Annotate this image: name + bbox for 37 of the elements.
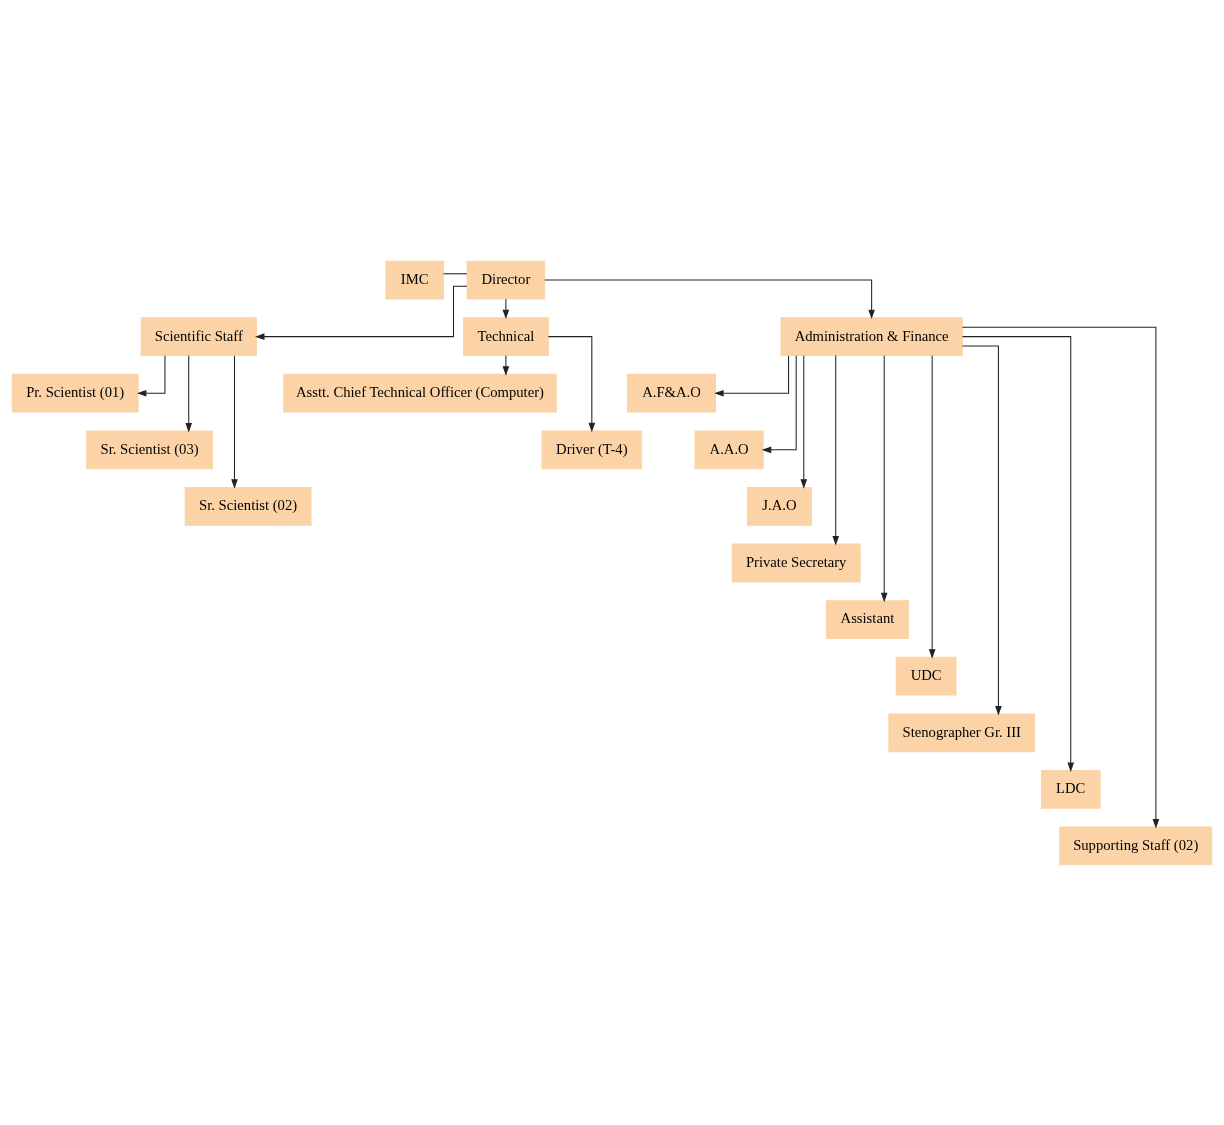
arrow: [185, 354, 193, 432]
node-box: IMC: [385, 260, 445, 299]
arrow: [961, 345, 1002, 715]
arrow: [255, 285, 468, 340]
arrow: [880, 354, 888, 602]
node-box: Driver (T-4): [541, 429, 643, 469]
arrow: [544, 279, 875, 319]
arrow: [136, 354, 166, 397]
node-box: Director: [466, 260, 546, 299]
arrow: [502, 354, 510, 376]
arrow: [961, 335, 1075, 772]
node-box: Stenographer Gr. III: [888, 712, 1036, 752]
node-box: Pr. Scientist (01): [11, 373, 139, 413]
node-box: A.A.O: [694, 429, 764, 469]
node-box: Asstt. Chief Technical Officer (Computer): [283, 373, 557, 413]
arrow: [832, 354, 840, 546]
node-box: J.A.O: [746, 486, 812, 526]
node-box: LDC: [1040, 769, 1101, 809]
arrow: [961, 326, 1160, 828]
node-box: Sr. Scientist (03): [86, 429, 213, 469]
node-box: Private Secretary: [731, 543, 861, 582]
connector: [443, 272, 468, 274]
arrow: [547, 335, 596, 432]
node-box: Assistant: [826, 599, 909, 639]
arrow: [231, 354, 238, 489]
arrow: [928, 354, 936, 659]
node-box: Administration & Finance: [780, 316, 963, 356]
arrow: [800, 354, 808, 489]
node-box: Scientific Staff: [140, 316, 257, 356]
node-box: Sr. Scientist (02): [184, 486, 312, 526]
node-box: A.F&A.O: [626, 373, 716, 413]
arrow: [714, 354, 790, 397]
node-box: Supporting Staff (02): [1059, 826, 1213, 865]
node-box: Technical: [462, 316, 549, 356]
arrow: [761, 354, 797, 453]
node-box: UDC: [895, 656, 957, 696]
arrow: [502, 298, 510, 319]
